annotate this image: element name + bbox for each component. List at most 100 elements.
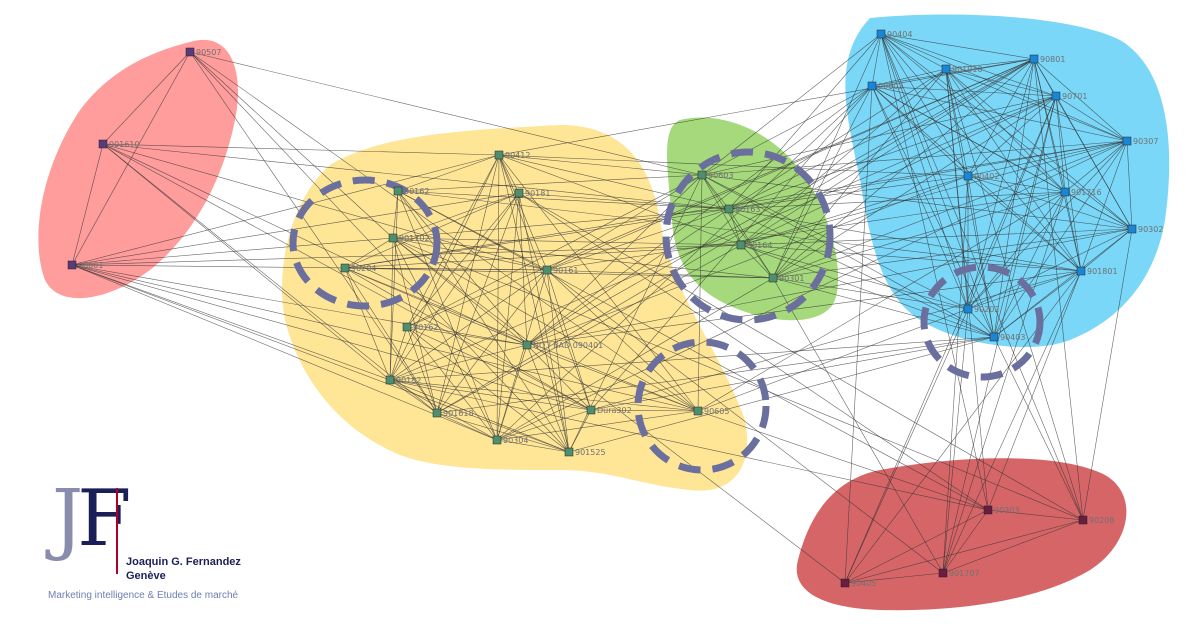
edge: [498, 154, 730, 210]
edge: [344, 140, 1128, 269]
node-label: 90412: [505, 151, 530, 160]
edge: [392, 237, 528, 346]
node-label: 90402: [974, 172, 999, 181]
edge: [880, 33, 1084, 521]
edge: [993, 336, 1084, 521]
node-label: 901618: [443, 409, 474, 418]
node-marker: [402, 322, 412, 332]
node-y7[interactable]: 90162: [402, 322, 438, 332]
node-b9[interactable]: 90302: [1127, 224, 1163, 234]
node-b4[interactable]: 90603: [867, 81, 903, 91]
node-y9[interactable]: 90182: [385, 375, 421, 385]
logo-city: Genève: [126, 570, 166, 582]
edge: [701, 140, 1128, 176]
node-y8[interactable]: NO / BAD 090401: [522, 340, 603, 350]
node-label: 90603: [878, 82, 903, 91]
edge: [945, 68, 1133, 230]
node-y13[interactable]: 901525: [564, 447, 606, 457]
edge: [967, 58, 1035, 310]
edge: [71, 237, 394, 266]
node-y6[interactable]: 90161: [542, 265, 578, 275]
node-y4[interactable]: 901702: [388, 233, 430, 243]
edge: [701, 85, 873, 176]
node-b2[interactable]: 901910: [941, 64, 983, 74]
edge: [728, 191, 1066, 210]
node-g2[interactable]: 90163: [724, 204, 760, 214]
node-b11[interactable]: 90202: [963, 304, 999, 314]
node-b5[interactable]: 90701: [1051, 91, 1087, 101]
edge: [392, 192, 520, 239]
node-b10[interactable]: 901801: [1076, 266, 1118, 276]
node-b6[interactable]: 90307: [1122, 136, 1158, 146]
edge: [496, 439, 570, 453]
node-n3[interactable]: 90601: [67, 260, 103, 270]
edge: [967, 175, 1133, 230]
node-n2[interactable]: 901610: [98, 139, 140, 149]
node-g1[interactable]: 90603: [697, 170, 733, 180]
node-g3[interactable]: 90164: [736, 240, 772, 250]
node-marker: [693, 406, 703, 416]
edge: [189, 51, 699, 412]
node-label: 901702: [399, 234, 430, 243]
edge: [546, 208, 730, 271]
edge: [102, 143, 592, 411]
edge: [392, 190, 399, 239]
node-y3[interactable]: 90181: [514, 188, 550, 198]
edge: [436, 336, 995, 414]
node-r1[interactable]: 90303: [983, 505, 1019, 515]
edge: [344, 267, 774, 279]
edge: [344, 267, 438, 414]
edge: [945, 68, 989, 511]
node-marker: [1029, 54, 1039, 64]
node-b12[interactable]: 90403: [989, 332, 1025, 342]
edge: [71, 264, 699, 412]
edge: [526, 228, 1133, 346]
node-y11[interactable]: Dura302: [586, 405, 632, 415]
edge: [772, 277, 969, 310]
node-y10[interactable]: 901618: [432, 408, 474, 418]
edge: [436, 412, 570, 453]
ring-yellow-left: [289, 176, 441, 310]
node-marker: [393, 186, 403, 196]
ring-green: [662, 148, 834, 324]
edge: [406, 174, 703, 328]
node-b7[interactable]: 90402: [963, 171, 999, 181]
node-b8[interactable]: 901716: [1060, 187, 1102, 197]
edge: [389, 379, 989, 511]
edge: [406, 326, 570, 453]
node-marker: [876, 29, 886, 39]
edge: [942, 308, 969, 574]
edge: [740, 244, 774, 279]
edge: [518, 192, 989, 511]
node-b3[interactable]: 90801: [1029, 54, 1065, 64]
edge: [1033, 58, 1128, 142]
node-marker: [388, 233, 398, 243]
edge: [967, 191, 1066, 310]
edge: [728, 208, 774, 279]
node-y1[interactable]: 90412: [494, 150, 530, 160]
edge: [189, 51, 703, 176]
node-n1[interactable]: 90507: [185, 47, 221, 57]
ring-blue: [920, 263, 1044, 381]
edge: [71, 264, 391, 381]
node-g4[interactable]: 90301: [768, 273, 804, 283]
node-r3[interactable]: 90405: [840, 578, 876, 588]
node-r4[interactable]: 901707: [938, 568, 980, 578]
node-marker: [385, 375, 395, 385]
node-y12[interactable]: 90304: [492, 435, 528, 445]
edge: [728, 208, 1082, 272]
node-y5[interactable]: 90204: [340, 263, 376, 273]
node-marker: [768, 273, 778, 283]
node-r2[interactable]: 90208: [1078, 515, 1114, 525]
edge: [498, 58, 1035, 156]
node-b1[interactable]: 90404: [876, 29, 912, 39]
node-marker: [736, 240, 746, 250]
edge: [871, 68, 947, 87]
edge: [880, 33, 947, 70]
node-y14[interactable]: 90605: [693, 406, 729, 416]
node-y2[interactable]: 90162: [393, 186, 429, 196]
edge: [880, 33, 1035, 60]
edge: [71, 264, 570, 453]
edge: [1055, 95, 1128, 142]
